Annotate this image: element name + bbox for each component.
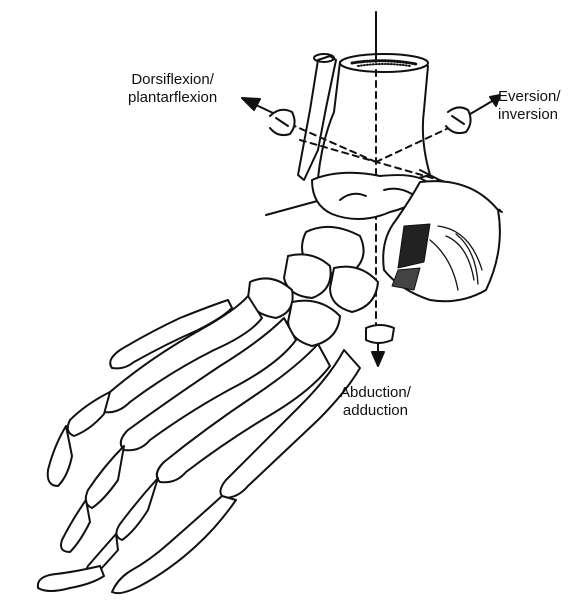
midfoot-bones (248, 227, 378, 346)
rotation-arrow-icon (446, 107, 471, 133)
abduction-label-line1: Abduction/ (340, 384, 411, 402)
eversion-label-line2: inversion (498, 106, 561, 124)
dorsiflexion-label-line1: Dorsiflexion/ (128, 71, 217, 89)
rotation-arrow-icon (366, 325, 394, 343)
phalanges (38, 392, 236, 593)
rotation-arrow-icon (270, 110, 295, 135)
dorsiflexion-plantarflexion-label: Dorsiflexion/ plantarflexion (128, 71, 217, 107)
tibia (318, 54, 430, 183)
dorsiflexion-label-line2: plantarflexion (128, 89, 217, 107)
abduction-label-line2: adduction (340, 402, 411, 420)
eversion-label-line1: Eversion/ (498, 88, 561, 106)
eversion-inversion-label: Eversion/ inversion (498, 88, 561, 124)
abduction-adduction-label: Abduction/ adduction (340, 384, 411, 420)
